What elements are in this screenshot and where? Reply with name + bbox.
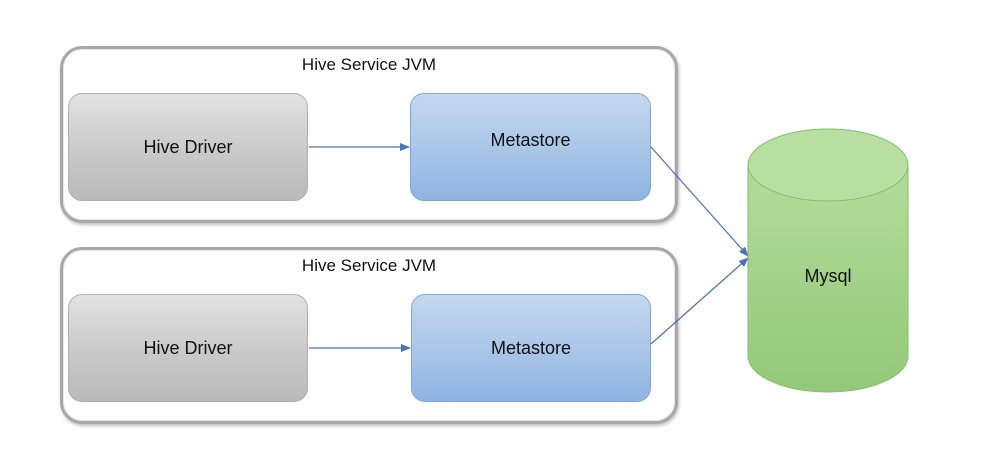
hive-driver-box-1: Hive Driver [68, 93, 308, 201]
metastore-box-2: Metastore [411, 294, 651, 402]
metastore-label: Metastore [490, 337, 572, 358]
mysql-label: Mysql [804, 266, 852, 286]
container-title: Hive Service JVM [301, 55, 437, 74]
mysql-database-icon [747, 128, 909, 393]
hive-driver-label: Hive Driver [143, 136, 233, 157]
hive-driver-label: Hive Driver [143, 337, 233, 358]
hive-driver-box-2: Hive Driver [68, 294, 308, 402]
metastore-box-1: Metastore [410, 93, 651, 201]
arrow-metastore-to-mysql-1 [650, 146, 749, 257]
container-title: Hive Service JVM [301, 256, 437, 275]
metastore-label: Metastore [490, 130, 571, 150]
arrow-metastore-to-mysql-2 [650, 257, 749, 345]
